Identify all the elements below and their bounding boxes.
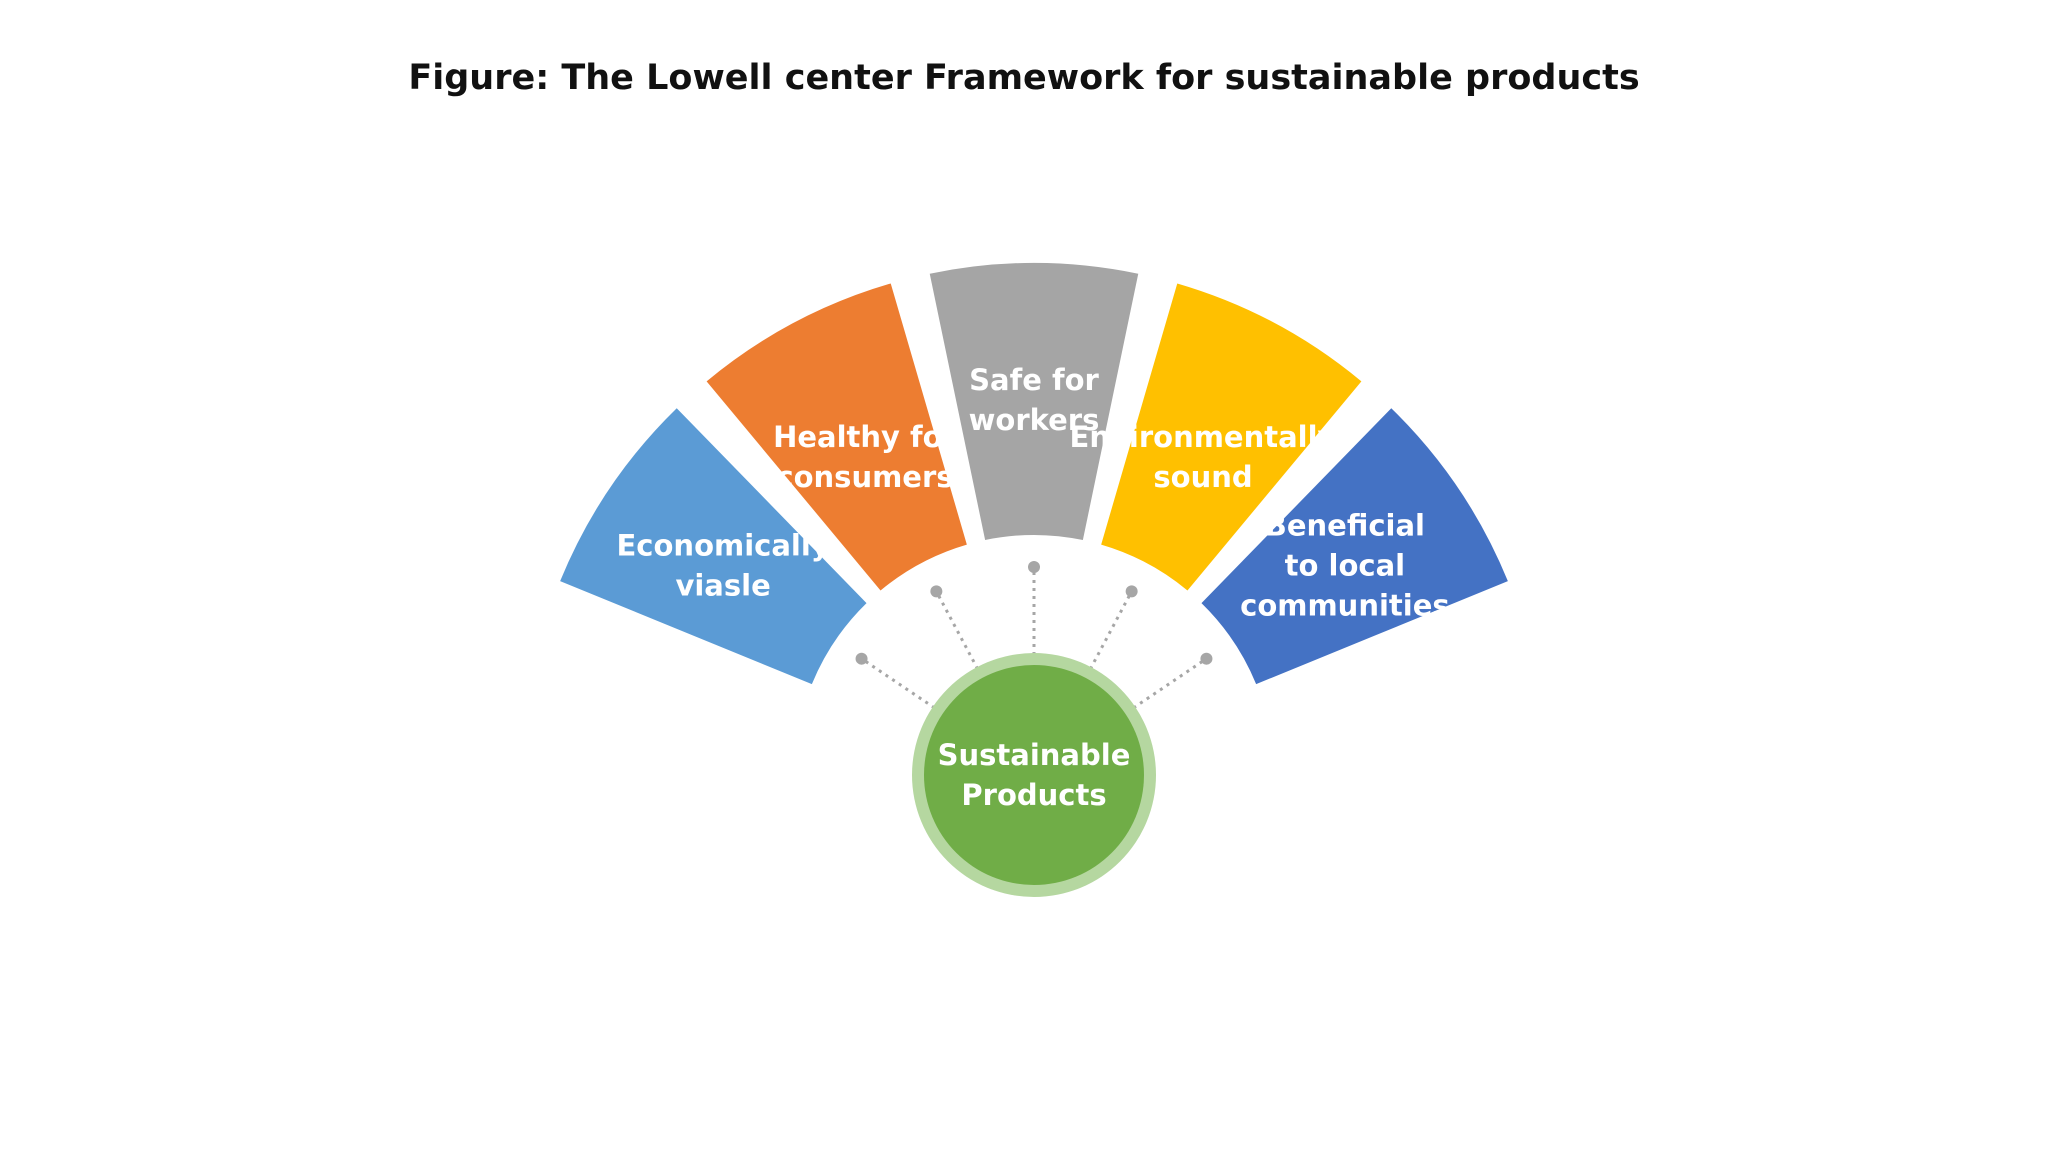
segment-economically-viable: Economically viasle <box>560 408 867 685</box>
segment-shape <box>560 408 867 685</box>
segment-label: Safe for workers <box>969 363 1100 437</box>
segment-environmentally-sound: Environmentally sound <box>1070 283 1362 591</box>
connector-line <box>1132 657 1208 710</box>
segment-label-line: viasle <box>675 568 770 602</box>
connector-line <box>935 590 979 670</box>
hub-circle <box>924 665 1144 885</box>
hub-label-line: Sustainable <box>938 738 1131 772</box>
segment-label-line: Safe for <box>969 363 1099 397</box>
segment-shape <box>1201 408 1508 685</box>
connector-line <box>1089 590 1133 670</box>
connector-line <box>860 657 936 710</box>
segment-healthy-for-consumers: Healthy for consumers <box>706 283 967 591</box>
hub-label-line: Products <box>961 778 1106 812</box>
segment-label: Beneficial to local communities <box>1240 508 1450 622</box>
connector-dot <box>1125 585 1138 598</box>
segment-label: Economically viasle <box>617 528 830 602</box>
segment-shape <box>706 283 967 591</box>
connector-dot <box>1028 561 1040 573</box>
segment-label-line: Beneficial <box>1265 508 1425 542</box>
segment-label-line: consumers <box>776 460 953 494</box>
segment-label-line: Economically <box>617 528 830 562</box>
segment-label-line: to local <box>1285 548 1405 582</box>
segment-label: Environmentally sound <box>1070 420 1337 494</box>
segment-label-line: communities <box>1240 588 1450 622</box>
connector-dot <box>855 652 868 665</box>
connector-dot <box>930 585 943 598</box>
segment-label-line: Environmentally <box>1070 420 1337 454</box>
figure-title: Figure: The Lowell center Framework for … <box>408 58 1640 98</box>
segment-shape <box>929 263 1139 541</box>
segment-label-line: sound <box>1153 460 1252 494</box>
segment-label-line: Healthy for <box>773 420 957 454</box>
segment-label: Healthy for consumers <box>773 420 957 494</box>
segment-shape <box>1101 283 1362 591</box>
connectors-layer <box>855 561 1213 710</box>
segment-beneficial-to-local-communities: Beneficial to local communities <box>1201 408 1508 685</box>
segment-label-line: workers <box>969 403 1100 437</box>
connector-dot <box>1200 652 1213 665</box>
segment-safe-for-workers: Safe for workers <box>929 263 1139 541</box>
segments-layer: Economically viasle Healthy for consumers Sa… <box>560 263 1508 685</box>
